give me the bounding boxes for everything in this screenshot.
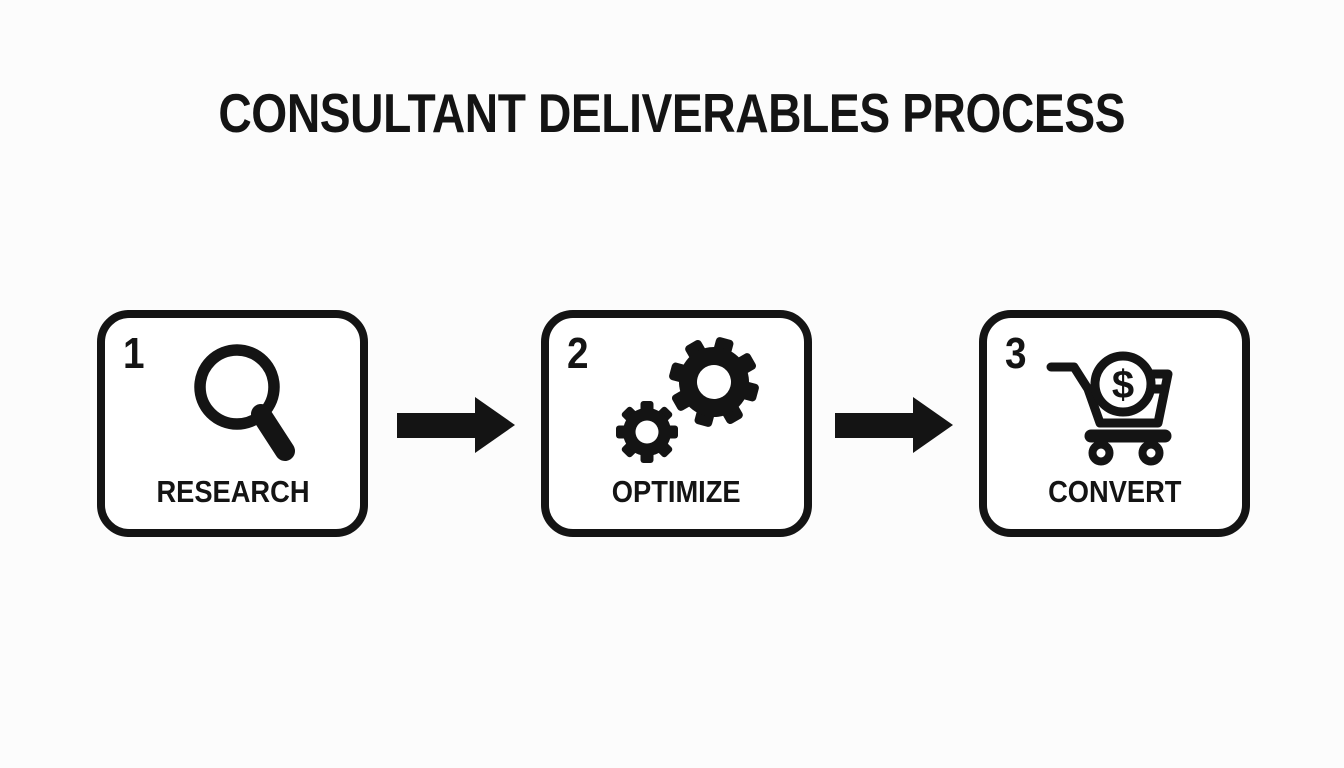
step-box-research: 1 RESEARCH — [97, 310, 368, 537]
page-title: CONSULTANT DELIVERABLES PROCESS — [0, 86, 1344, 141]
dollar-symbol: $ — [1112, 363, 1134, 407]
arrow-right-icon — [835, 397, 953, 453]
step-number: 3 — [1005, 329, 1027, 378]
step-box-convert: 3 $ CONVERT — [979, 310, 1250, 537]
step-label: CONVERT — [1047, 474, 1182, 509]
step-box-optimize: 2 — [541, 310, 812, 537]
search-icon — [157, 335, 307, 485]
step-label: RESEARCH — [155, 474, 310, 509]
step-label: OPTIMIZE — [612, 474, 741, 509]
gears-icon — [599, 327, 769, 477]
step-number: 2 — [567, 329, 589, 378]
page-title-text: CONSULTANT DELIVERABLES PROCESS — [218, 82, 1126, 144]
arrow-right-icon — [397, 397, 515, 453]
cart-dollar-icon: $ — [1041, 343, 1201, 483]
step-number: 1 — [123, 329, 145, 378]
